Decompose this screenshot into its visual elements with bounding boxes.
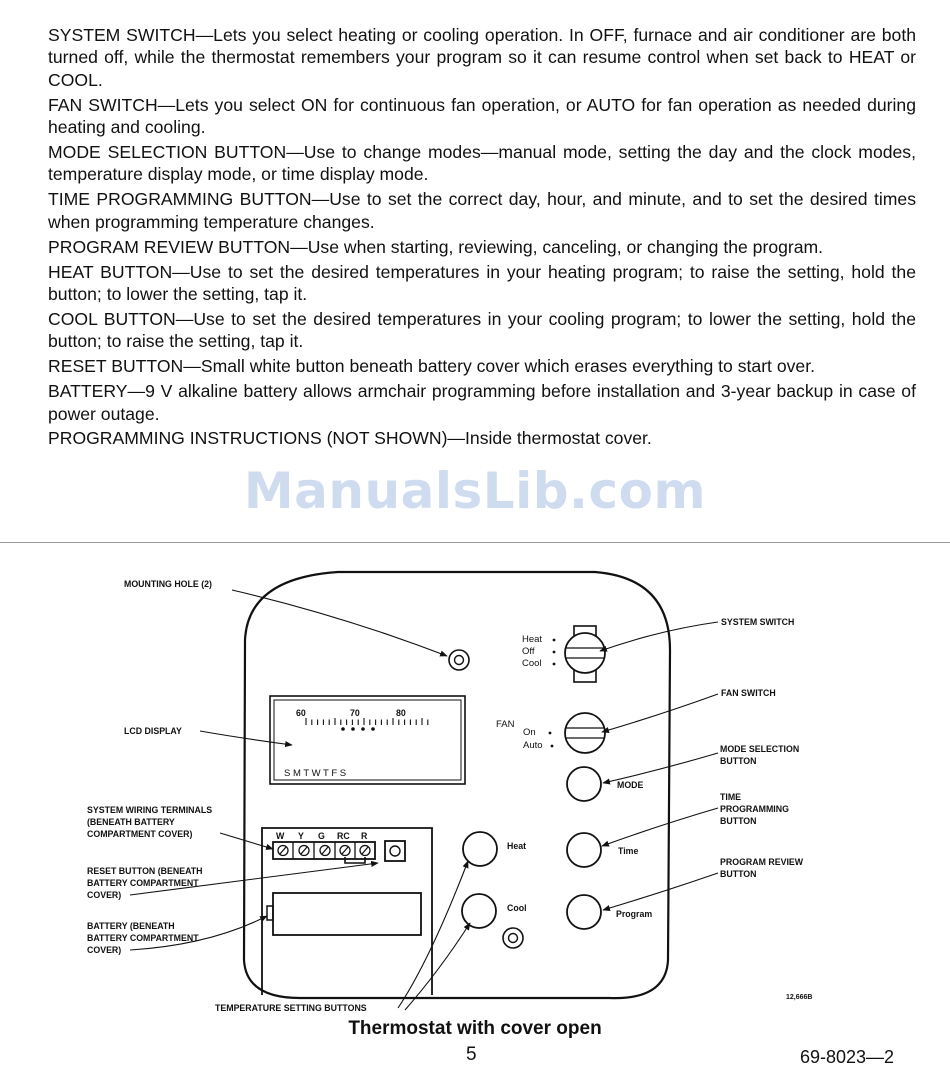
paragraph-mode-button: MODE SELECTION BUTTON—Use to change mode…: [48, 142, 916, 185]
callout-reset-line1: RESET BUTTON (BENEATH: [87, 866, 203, 876]
callout-time-line1: TIME: [720, 792, 741, 802]
time-button-label: Time: [618, 846, 638, 856]
callout-time-line3: BUTTON: [720, 816, 757, 826]
battery-compartment-outline: [261, 827, 433, 995]
callout-system-switch: SYSTEM SWITCH: [721, 617, 794, 627]
reset-button[interactable]: [384, 840, 406, 862]
lcd-number-70: 70: [350, 708, 360, 718]
fan-auto-label: Auto: [523, 740, 543, 751]
paragraph-battery: BATTERY—9 V alkaline battery allows armc…: [48, 381, 916, 424]
system-switch-off-label: Off: [522, 646, 535, 657]
lcd-number-60: 60: [296, 708, 306, 718]
callout-mode-line2: BUTTON: [720, 756, 757, 766]
lcd-number-80: 80: [396, 708, 406, 718]
paragraph-cool-button: COOL BUTTON—Use to set the desired tempe…: [48, 308, 916, 352]
paragraph-fan-switch: FAN SWITCH—Lets you select ON for contin…: [48, 94, 916, 138]
system-switch-position-dots: [552, 638, 556, 666]
terminal-g: G: [318, 831, 325, 841]
callout-battery-line3: COVER): [87, 945, 121, 955]
callout-mounting-hole: MOUNTING HOLE (2): [124, 579, 212, 589]
section-divider: [0, 542, 950, 543]
lcd-days: S M T W T F S: [284, 768, 346, 779]
callout-mode-line1: MODE SELECTION: [720, 744, 799, 754]
callout-battery-line2: BATTERY COMPARTMENT: [87, 933, 199, 943]
lcd-display: 60 70 80 S M T W T F S: [269, 695, 466, 785]
thermostat-body: [242, 570, 672, 1000]
fan-switch[interactable]: [564, 712, 606, 754]
callout-wiring-line1: SYSTEM WIRING TERMINALS: [87, 805, 212, 815]
paragraph-time-button: TIME PROGRAMMING BUTTON—Use to set the c…: [48, 189, 916, 232]
callout-lcd-display: LCD DISPLAY: [124, 726, 182, 736]
lcd-indicator-dots: [341, 727, 375, 731]
paragraph-programming-instructions: PROGRAMMING INSTRUCTIONS (NOT SHOWN)—Ins…: [48, 428, 652, 449]
callout-reset-line3: COVER): [87, 890, 121, 900]
leader-lines: [129, 589, 719, 1011]
paragraph-program-review: PROGRAM REVIEW BUTTON—Use when starting,…: [48, 236, 824, 257]
cool-button[interactable]: [461, 893, 497, 929]
callout-review-line2: BUTTON: [720, 869, 757, 879]
terminal-r: R: [361, 831, 368, 841]
fan-label: FAN: [496, 719, 515, 730]
paragraph-system-switch: SYSTEM SWITCH—Lets you select heating or…: [48, 25, 916, 90]
watermark: ManualsLib.com: [243, 462, 707, 520]
callout-wiring-line2: (BENEATH BATTERY: [87, 817, 175, 827]
system-switch-heat-label: Heat: [522, 634, 542, 645]
time-button[interactable]: [566, 832, 602, 868]
callout-temperature-buttons: TEMPERATURE SETTING BUTTONS: [215, 1003, 367, 1013]
terminal-y: Y: [298, 831, 304, 841]
mounting-hole-top: [448, 649, 470, 671]
system-switch[interactable]: [564, 625, 606, 683]
callout-reset-line2: BATTERY COMPARTMENT: [87, 878, 199, 888]
battery: [266, 892, 422, 936]
program-button[interactable]: [566, 894, 602, 930]
heat-button-label: Heat: [507, 841, 526, 851]
wiring-terminals: [272, 841, 376, 864]
heat-button[interactable]: [462, 831, 498, 867]
callout-battery-line1: BATTERY (BENEATH: [87, 921, 175, 931]
callout-wiring-line3: COMPARTMENT COVER): [87, 829, 192, 839]
program-button-label: Program: [616, 909, 652, 919]
callout-review-line1: PROGRAM REVIEW: [720, 857, 804, 867]
figure-code: 12,666B: [786, 994, 812, 1001]
paragraph-reset-button: RESET BUTTON—Small white button beneath …: [48, 356, 815, 377]
callout-time-line2: PROGRAMMING: [720, 804, 789, 814]
mode-button-label: MODE: [617, 780, 644, 790]
fan-switch-position-dots: [548, 731, 554, 748]
callout-fan-switch: FAN SWITCH: [721, 688, 776, 698]
terminal-rc: RC: [337, 831, 350, 841]
page-number: 5: [466, 1044, 477, 1065]
lcd-scale-ticks: [305, 718, 429, 725]
figure-caption: Thermostat with cover open: [348, 1018, 602, 1039]
document-number: 69-8023—2: [800, 1047, 895, 1067]
cool-button-label: Cool: [507, 903, 527, 913]
description-text: SYSTEM SWITCH—Lets you select heating or…: [48, 24, 916, 452]
mounting-hole-bottom: [502, 927, 524, 949]
fan-on-label: On: [523, 727, 536, 738]
terminal-w: W: [276, 831, 285, 841]
system-switch-cool-label: Cool: [522, 658, 542, 669]
mode-button[interactable]: [566, 766, 602, 802]
paragraph-heat-button: HEAT BUTTON—Use to set the desired tempe…: [48, 261, 916, 304]
